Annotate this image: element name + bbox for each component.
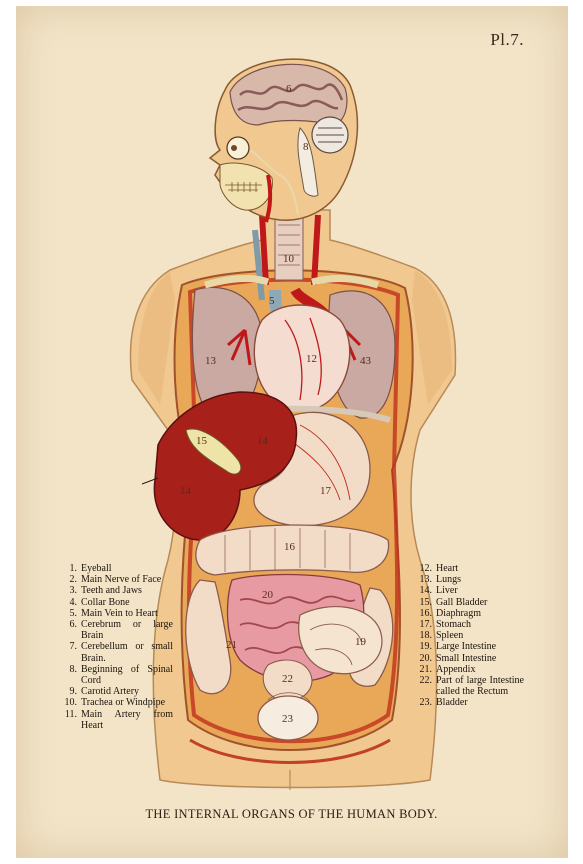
legend-item: 21. Appendix (416, 664, 524, 675)
legend-number: 3. (63, 585, 77, 596)
legend-item: 12. Heart (416, 563, 524, 574)
legend-text: Collar Bone (81, 597, 173, 608)
legend-text: Part of large Intestine called the Rectu… (436, 675, 524, 697)
plate-caption: THE INTERNAL ORGANS OF THE HUMAN BODY. (0, 807, 583, 822)
label-appendix: 21 (226, 639, 237, 651)
legend-text: Liver (436, 585, 524, 596)
legend-number: 23. (416, 697, 432, 708)
legend-number: 7. (63, 641, 77, 663)
legend-number: 22. (416, 675, 432, 697)
legend-text: Main Nerve of Face (81, 574, 173, 585)
legend-item: 4. Collar Bone (63, 597, 173, 608)
legend-item: 22.Part of large Intestine called the Re… (416, 675, 524, 697)
legend-text: Main Artery from Heart (81, 709, 173, 731)
legend-number: 4. (63, 597, 77, 608)
label-smallint: 20 (262, 589, 274, 601)
legend-number: 14. (416, 585, 432, 596)
legend-text: Eyeball (81, 563, 173, 574)
legend-item: 10. Trachea or Windpipe (63, 697, 173, 708)
label-stomach: 17 (320, 485, 332, 497)
label-liver-a: 14 (257, 435, 269, 447)
label-liver-b: 14 (180, 485, 192, 497)
legend-text: Cerebrum or large Brain (81, 619, 173, 641)
label-rectum: 22 (282, 673, 293, 685)
legend-number: 8. (63, 664, 77, 686)
legend-item: 5. Main Vein to Heart (63, 608, 173, 619)
legend-item: 2. Main Nerve of Face (63, 574, 173, 585)
legend-item: 6.Cerebrum or large Brain (63, 619, 173, 641)
legend-text: Cerebellum or small Brain. (81, 641, 173, 663)
label-vein: 5 (269, 295, 275, 307)
legend-item: 13. Lungs (416, 574, 524, 585)
label-colon: 19 (355, 636, 367, 648)
legend-text: Heart (436, 563, 524, 574)
legend-item: 8.Beginning of Spinal Cord (63, 664, 173, 686)
legend-item: 16. Diaphragm (416, 608, 524, 619)
legend-number: 20. (416, 653, 432, 664)
legend-item: 20. Small Intestine (416, 653, 524, 664)
label-heart: 12 (306, 353, 317, 365)
label-trachea: 10 (283, 253, 295, 265)
legend-text: Appendix (436, 664, 524, 675)
legend-left: 1. Eyeball 2. Main Nerve of Face 3. Teeth and… (63, 563, 173, 731)
legend-item: 23. Bladder (416, 697, 524, 708)
legend-text: Small Intestine (436, 653, 524, 664)
legend-number: 18. (416, 630, 432, 641)
legend-number: 9. (63, 686, 77, 697)
label-spinal: 8 (303, 141, 309, 153)
eyeball (227, 137, 249, 159)
legend-number: 6. (63, 619, 77, 641)
legend-number: 1. (63, 563, 77, 574)
legend-item: 9. Carotid Artery (63, 686, 173, 697)
legend-text: Bladder (436, 697, 524, 708)
legend-text: Beginning of Spinal Cord (81, 664, 173, 686)
legend-text: Carotid Artery (81, 686, 173, 697)
label-lung-right: 43 (360, 355, 372, 367)
legend-text: Teeth and Jaws (81, 585, 173, 596)
legend-item: 7.Cerebellum or small Brain. (63, 641, 173, 663)
legend-number: 5. (63, 608, 77, 619)
legend-number: 16. (416, 608, 432, 619)
legend-item: 17. Stomach (416, 619, 524, 630)
label-transverse: 16 (284, 541, 296, 553)
legend-text: Lungs (436, 574, 524, 585)
heart (254, 305, 349, 410)
label-bladder: 23 (282, 713, 294, 725)
legend-item: 1. Eyeball (63, 563, 173, 574)
legend-number: 15. (416, 597, 432, 608)
legend-text: Stomach (436, 619, 524, 630)
legend-text: Main Vein to Heart (81, 608, 173, 619)
label-gall: 15 (196, 435, 208, 447)
legend-number: 19. (416, 641, 432, 652)
legend-number: 10. (63, 697, 77, 708)
label-lung-left: 13 (205, 355, 217, 367)
legend-item: 18. Spleen (416, 630, 524, 641)
legend-number: 13. (416, 574, 432, 585)
legend-item: 15. Gall Bladder (416, 597, 524, 608)
legend-text: Gall Bladder (436, 597, 524, 608)
legend-item: 19. Large Intestine (416, 641, 524, 652)
legend-right: 12.Heart13.Lungs14.Liver15.Gall Bladder1… (416, 563, 524, 709)
legend-item: 3. Teeth and Jaws (63, 585, 173, 596)
legend-item: 14. Liver (416, 585, 524, 596)
legend-number: 11. (63, 709, 77, 731)
legend-text: Diaphragm (436, 608, 524, 619)
legend-text: Large Intestine (436, 641, 524, 652)
legend-number: 12. (416, 563, 432, 574)
legend-text: Spleen (436, 630, 524, 641)
legend-number: 2. (63, 574, 77, 585)
legend-number: 21. (416, 664, 432, 675)
legend-item: 11. Main Artery from Heart (63, 709, 173, 731)
label-brain: 6 (286, 83, 292, 95)
legend-text: Trachea or Windpipe (81, 697, 173, 708)
legend-number: 17. (416, 619, 432, 630)
